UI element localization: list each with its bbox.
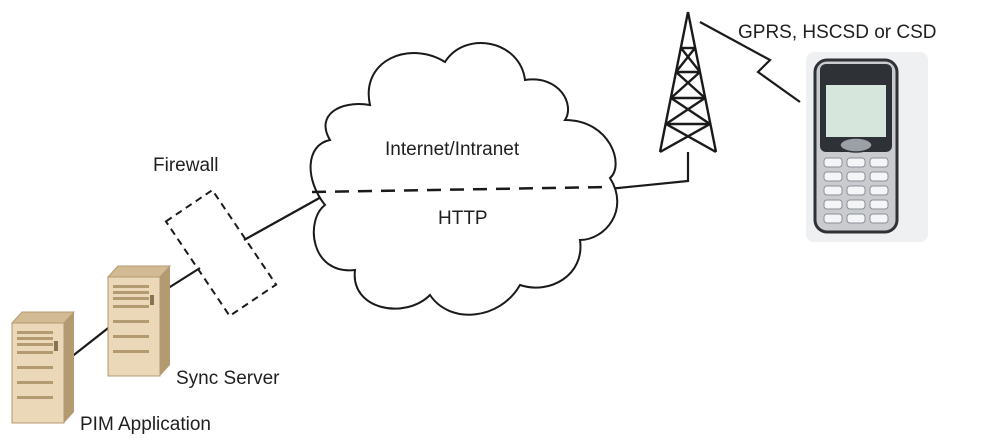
firewall-box <box>164 188 278 318</box>
link-firewall-to-cloud <box>243 195 324 241</box>
bearer-label: GPRS, HSCSD or CSD <box>738 22 936 43</box>
link-cloud-to-tower <box>607 152 690 191</box>
firewall: Firewall <box>153 155 278 318</box>
radio-link-icon <box>699 21 801 103</box>
pim-server-icon <box>10 311 76 424</box>
sync-server-label: Sync Server <box>176 368 280 389</box>
link-pim-to-sync <box>69 324 113 359</box>
radio-tower-icon <box>658 11 718 154</box>
cloud-outline <box>309 42 619 316</box>
mobile-phone-icon <box>806 52 928 242</box>
sync-server-icon <box>106 265 172 377</box>
network-label: Internet/Intranet <box>385 139 520 160</box>
firewall-label: Firewall <box>153 155 218 176</box>
http-dashed-line <box>311 185 611 194</box>
pim-app-label: PIM Application <box>80 414 211 435</box>
protocol-label: HTTP <box>438 208 488 229</box>
internet-cloud: Internet/Intranet HTTP <box>309 42 619 316</box>
